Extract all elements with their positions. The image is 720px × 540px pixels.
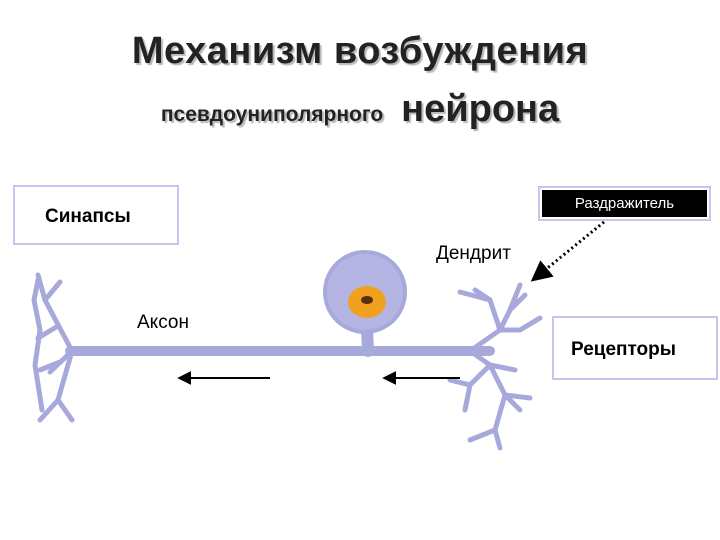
dendrite-branches [447,282,543,451]
title-subtitle-small: псевдоуниполярного [160,103,384,126]
dendrite-label: Дендрит [436,243,511,265]
title-subtitle-big: нейрона [401,88,560,130]
nucleolus [361,296,373,304]
synapses-box: Синапсы [13,185,179,245]
synaptic-branches [31,272,75,423]
title-line-2: псевдоуниполярного нейрона [0,88,720,131]
synapses-label: Синапсы [45,206,131,227]
receptors-box: Рецепторы [552,316,718,380]
axon-label: Аксон [137,312,189,333]
stimulus-label: Раздражитель [542,190,707,217]
stimulus-arrow [530,220,605,282]
stimulus-box: Раздражитель [538,186,711,221]
receptors-label: Рецепторы [571,339,676,360]
neuron-body [31,272,543,451]
title-line-1: Механизм возбуждения [131,30,589,72]
